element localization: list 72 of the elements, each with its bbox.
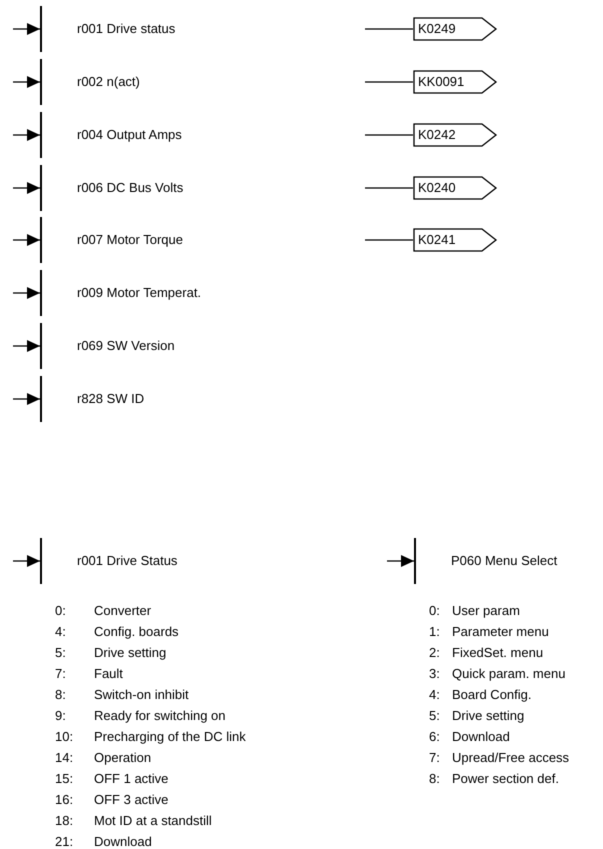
value-number: 9: <box>55 708 66 723</box>
parameter-name: r828 SW ID <box>77 391 144 406</box>
signal-line <box>365 134 413 136</box>
value-text: OFF 3 active <box>94 792 168 807</box>
value-text: Quick param. menu <box>452 666 566 681</box>
value-text: Precharging of the DC link <box>94 729 246 744</box>
arrow <box>13 129 40 141</box>
value-text: Drive setting <box>452 708 524 723</box>
value-number: 8: <box>55 687 66 702</box>
value-text: Operation <box>94 750 152 765</box>
value-number: 14: <box>55 750 74 765</box>
connector-number: K0249 <box>418 21 456 36</box>
connector-number: KK0091 <box>418 74 464 89</box>
parameter-name: r009 Motor Temperat. <box>77 285 202 300</box>
value-number: 21: <box>55 834 74 849</box>
parameter-name: P060 Menu Select <box>451 553 558 568</box>
value-number: 6: <box>429 729 440 744</box>
value-text: Power section def. <box>452 771 559 786</box>
signal-line <box>365 239 413 241</box>
value-number: 3: <box>429 666 440 681</box>
value-number: 8: <box>429 771 440 786</box>
value-text: Download <box>94 834 152 849</box>
connector-number: K0240 <box>418 180 456 195</box>
value-text: OFF 1 active <box>94 771 168 786</box>
arrow <box>13 287 40 299</box>
value-number: 18: <box>55 813 74 828</box>
value-number: 2: <box>429 645 440 660</box>
value-number: 0: <box>55 603 66 618</box>
parameter-name: r001 Drive status <box>77 21 176 36</box>
value-text: Board Config. <box>452 687 532 702</box>
parameter-name: r002 n(act) <box>77 74 140 89</box>
value-number: 4: <box>429 687 440 702</box>
arrow <box>13 393 40 405</box>
value-number: 0: <box>429 603 440 618</box>
parameter-name: r001 Drive Status <box>77 553 178 568</box>
value-text: Converter <box>94 603 152 618</box>
parameter-name: r004 Output Amps <box>77 127 182 142</box>
arrow <box>13 182 40 194</box>
signal-line <box>365 187 413 189</box>
value-number: 5: <box>55 645 66 660</box>
value-text: FixedSet. menu <box>452 645 544 660</box>
arrow <box>13 23 40 35</box>
value-text: Fault <box>94 666 123 681</box>
arrow <box>13 340 40 352</box>
value-text: Upread/Free access <box>452 750 570 765</box>
value-text: Drive setting <box>94 645 166 660</box>
value-text: Mot ID at a standstill <box>94 813 212 828</box>
value-number: 4: <box>55 624 66 639</box>
value-number: 5: <box>429 708 440 723</box>
arrow <box>13 76 40 88</box>
connector-number: K0241 <box>418 232 456 247</box>
value-text: Ready for switching on <box>94 708 226 723</box>
value-number: 7: <box>55 666 66 681</box>
arrow <box>387 555 414 567</box>
value-text: Switch-on inhibit <box>94 687 189 702</box>
signal-line <box>365 28 413 30</box>
value-number: 10: <box>55 729 74 744</box>
parameter-name: r006 DC Bus Volts <box>77 180 184 195</box>
signal-line <box>365 81 413 83</box>
parameter-name: r069 SW Version <box>77 338 175 353</box>
value-text: Parameter menu <box>452 624 549 639</box>
value-number: 7: <box>429 750 440 765</box>
value-number: 1: <box>429 624 440 639</box>
value-number: 16: <box>55 792 74 807</box>
value-text: Download <box>452 729 510 744</box>
value-text: Config. boards <box>94 624 179 639</box>
arrow <box>13 555 40 567</box>
parameter-name: r007 Motor Torque <box>77 232 183 247</box>
connector-number: K0242 <box>418 127 456 142</box>
value-text: User param <box>452 603 520 618</box>
arrow <box>13 234 40 246</box>
value-number: 15: <box>55 771 74 786</box>
